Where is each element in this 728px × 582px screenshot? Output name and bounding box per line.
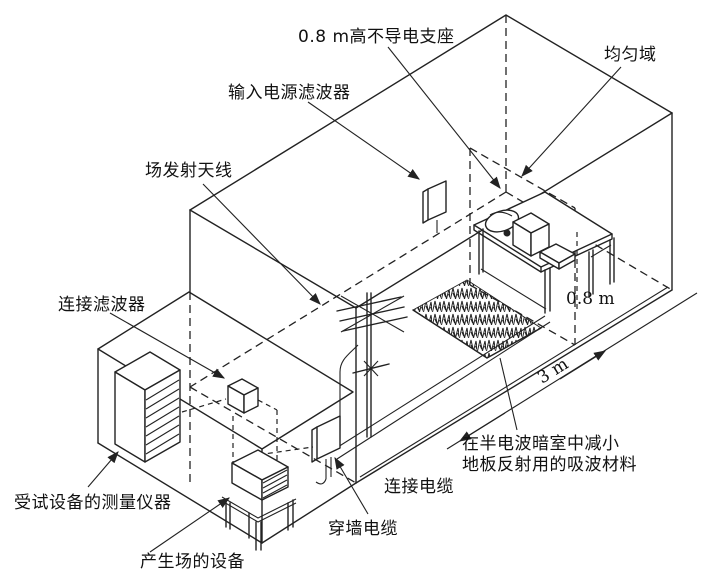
eut-devices bbox=[484, 209, 576, 270]
leader-instruments bbox=[87, 451, 119, 488]
measuring-rack bbox=[114, 351, 181, 463]
input-filter-label: 输入电源滤波器 bbox=[228, 83, 351, 103]
leader-generator bbox=[149, 497, 230, 553]
leader-support bbox=[387, 46, 501, 189]
instruments-label: 受试设备的测量仪器 bbox=[14, 493, 172, 513]
wall-penetration bbox=[311, 415, 341, 485]
leader-uniform-area bbox=[521, 66, 622, 177]
connect-cable-label: 连接电缆 bbox=[384, 477, 454, 497]
generator-stand bbox=[221, 496, 297, 551]
leader-connect-filter bbox=[109, 312, 226, 379]
labels: 0.8 m高不导电支座 输入电源滤波器 均匀域 场发射天线 连接滤波器 受试设备… bbox=[14, 27, 657, 572]
table-height-text: 0.8 m bbox=[566, 289, 615, 309]
leader-antenna bbox=[202, 183, 321, 305]
input-power-filter bbox=[422, 180, 447, 233]
leader-lines bbox=[87, 46, 622, 553]
distance-dimension bbox=[446, 292, 698, 450]
field-generator bbox=[221, 449, 297, 551]
generator-slats bbox=[262, 469, 288, 499]
leader-absorber bbox=[499, 357, 518, 431]
leader-wall-cable bbox=[334, 456, 369, 515]
uniform-area-label: 均匀域 bbox=[604, 45, 657, 65]
connect-filter-label: 连接滤波器 bbox=[58, 295, 146, 315]
wall-cable-label: 穿墙电缆 bbox=[328, 519, 398, 539]
leader-input-filter bbox=[307, 101, 420, 180]
eut-mouse bbox=[503, 229, 511, 237]
rack-slats bbox=[145, 379, 180, 455]
field-antenna bbox=[328, 292, 408, 450]
floor-absorber bbox=[412, 279, 542, 359]
support-label: 0.8 m高不导电支座 bbox=[298, 27, 455, 47]
antenna-label: 场发射天线 bbox=[145, 161, 233, 181]
generator-label: 产生场的设备 bbox=[140, 552, 245, 572]
connection-cable-run bbox=[329, 315, 551, 460]
absorber-label-1: 在半电波暗室中减小 bbox=[462, 434, 620, 454]
absorber-label-2: 地板反射用的吸波材料 bbox=[462, 455, 637, 475]
